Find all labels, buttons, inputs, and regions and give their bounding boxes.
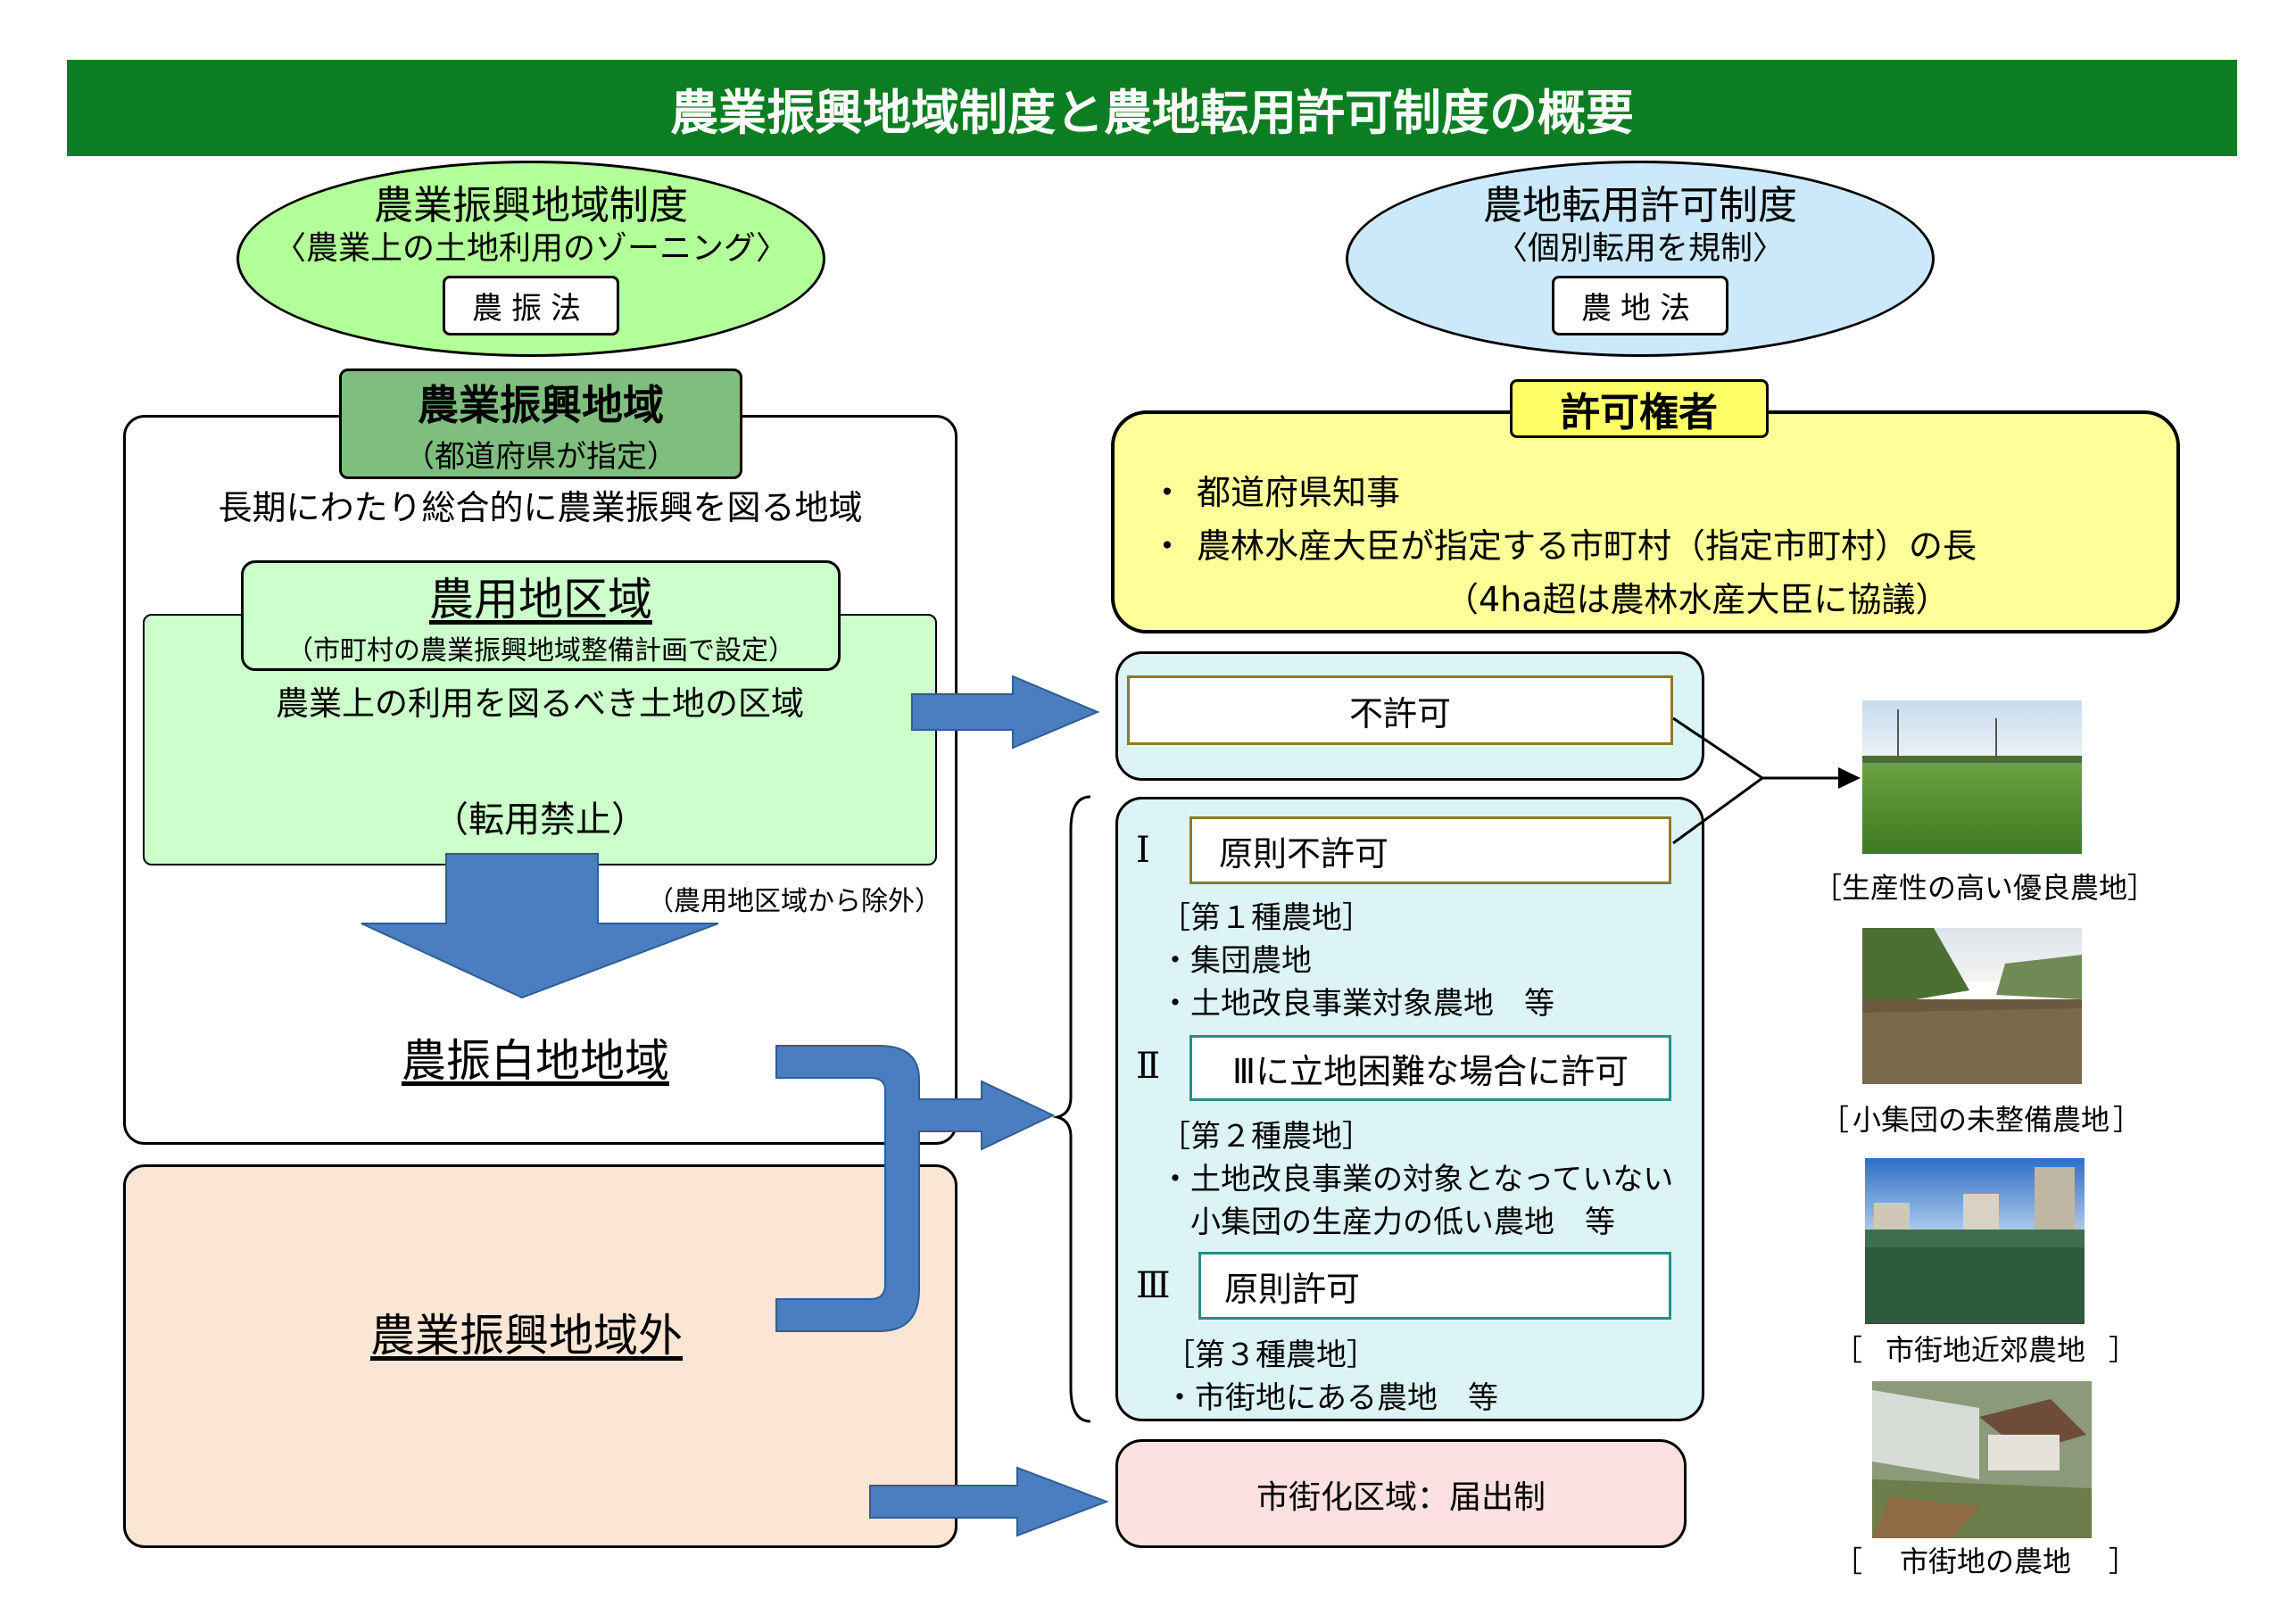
photo-connector-arrowhead (1838, 767, 1861, 789)
permit-authority-label: 許可権者 (1510, 379, 1769, 438)
category-1-name: ［第１種農地］ (1160, 900, 1372, 936)
conversion-permit-system-subtitle: 〈個別転用を規制〉 (1495, 229, 1785, 267)
agri-promotion-system-ellipse: 農業振興地域制度 〈農業上の土地利用のゾーニング〉 農振法 (236, 161, 825, 357)
photo-connector (1672, 716, 1765, 845)
category-1-details: ［第１種農地］ ・集団農地 ・土地改良事業対象農地 等 (1160, 897, 1554, 1025)
farmland-zone-title: 農用地区域 (429, 574, 652, 625)
farmland-zone-designator: （市町村の農業振興地域整備計画で設定） (286, 635, 795, 667)
exclusion-down-arrow (361, 853, 719, 999)
category-3-rule-box: 原則許可 (1198, 1252, 1671, 1320)
category-brace (1052, 795, 1091, 1423)
category-1-item: ・集団農地 (1160, 943, 1312, 979)
permit-authority-note: （4ha超は農林水産大臣に協議） (1445, 580, 1950, 619)
photo-caption: ［市街地の農地］ (1834, 1544, 2137, 1578)
category-2-item: ・土地改良事業の対象となっていない (1160, 1162, 1674, 1197)
conversion-ban-label: （転用禁止） (433, 799, 647, 840)
category-2-details: ［第２種農地］ ・土地改良事業の対象となっていない 小集団の生産力の低い農地 等 (1160, 1115, 1673, 1244)
category-2-name: ［第２種農地］ (1160, 1119, 1372, 1155)
category-3-numeral: Ⅲ (1136, 1265, 1171, 1306)
agri-promotion-area-title: 農業振興地域 (418, 380, 664, 429)
unimproved-farmland-photo (1862, 928, 2082, 1084)
outside-area-label: 農業振興地域外 (370, 1310, 683, 1362)
outside-area-box (123, 1164, 957, 1548)
not-permitted-box: 不許可 (1127, 675, 1673, 745)
permit-authority-box: ・都道府県知事 ・農林水産大臣が指定する市町村（指定市町村）の長 （4ha超は農… (1111, 410, 2180, 633)
category-2-numeral: Ⅱ (1136, 1046, 1161, 1087)
suburban-farmland-photo (1865, 1158, 2085, 1324)
conversion-permit-system-name: 農地転用許可制度 (1483, 182, 1797, 228)
farmland-law-label: 農地法 (1552, 275, 1728, 335)
category-3-name: ［第３種農地］ (1165, 1337, 1377, 1373)
white-land-area-label: 農振白地地域 (402, 1035, 669, 1087)
farmland-zone-description: 農業上の利用を図るべき土地の区域 (276, 684, 804, 723)
category-2-item: 小集団の生産力の低い農地 等 (1160, 1205, 1615, 1240)
photo-caption: ［生産性の高い優良農地］ (1813, 871, 2157, 905)
arrow-to-urbanization (869, 1466, 1109, 1537)
category-1-numeral: Ⅰ (1136, 830, 1150, 871)
urbanization-area-label: 市街化区域：届出制 (1256, 1479, 1546, 1516)
urbanization-area-panel (1115, 1439, 1687, 1548)
category-2-rule-box: Ⅲに立地困難な場合に許可 (1189, 1035, 1671, 1101)
agri-promotion-area-designator: （都道府県が指定） (404, 438, 677, 475)
category-3-item: ・市街地にある農地 等 (1165, 1380, 1498, 1416)
agri-promotion-area-title-box: 農業振興地域 （都道府県が指定） (339, 368, 742, 479)
photo-caption: ［小集団の未整備農地］ (1820, 1103, 2142, 1137)
conversion-permit-system-ellipse: 農地転用許可制度 〈個別転用を規制〉 農地法 (1346, 161, 1935, 357)
farmland-zone-title-box: 農用地区域 （市町村の農業振興地域整備計画で設定） (241, 560, 841, 671)
urban-farmland-photo (1872, 1381, 2092, 1538)
agri-promotion-system-subtitle: 〈農業上の土地利用のゾーニング〉 (273, 229, 788, 267)
bullet-icon: ・ (1150, 526, 1185, 566)
category-1-item: ・土地改良事業対象農地 等 (1160, 986, 1554, 1022)
agri-promotion-system-name: 農業振興地域制度 (374, 182, 688, 228)
category-3-details: ［第３種農地］ ・市街地にある農地 等 (1165, 1334, 1498, 1420)
exclusion-note: （農用地区域から除外） (647, 886, 941, 917)
bullet-icon: ・ (1150, 473, 1185, 512)
permit-authority-item: ・都道府県知事 (1150, 466, 2176, 519)
category-1-rule-box: 原則不許可 (1189, 816, 1671, 884)
agri-promotion-area-description: 長期にわたり総合的に農業振興を図る地域 (218, 487, 863, 527)
arrow-to-not-permitted (911, 675, 1100, 749)
permit-authority-item: ・農林水産大臣が指定する市町村（指定市町村）の長 (1150, 519, 2176, 573)
rice-paddy-photo (1862, 700, 2082, 854)
page-title: 農業振興地域制度と農地転用許可制度の概要 (67, 60, 2237, 156)
agri-promotion-law-label: 農振法 (443, 275, 619, 335)
merge-arrow (775, 1045, 1056, 1332)
photo-caption: ［市街地近郊農地］ (1834, 1333, 2137, 1367)
